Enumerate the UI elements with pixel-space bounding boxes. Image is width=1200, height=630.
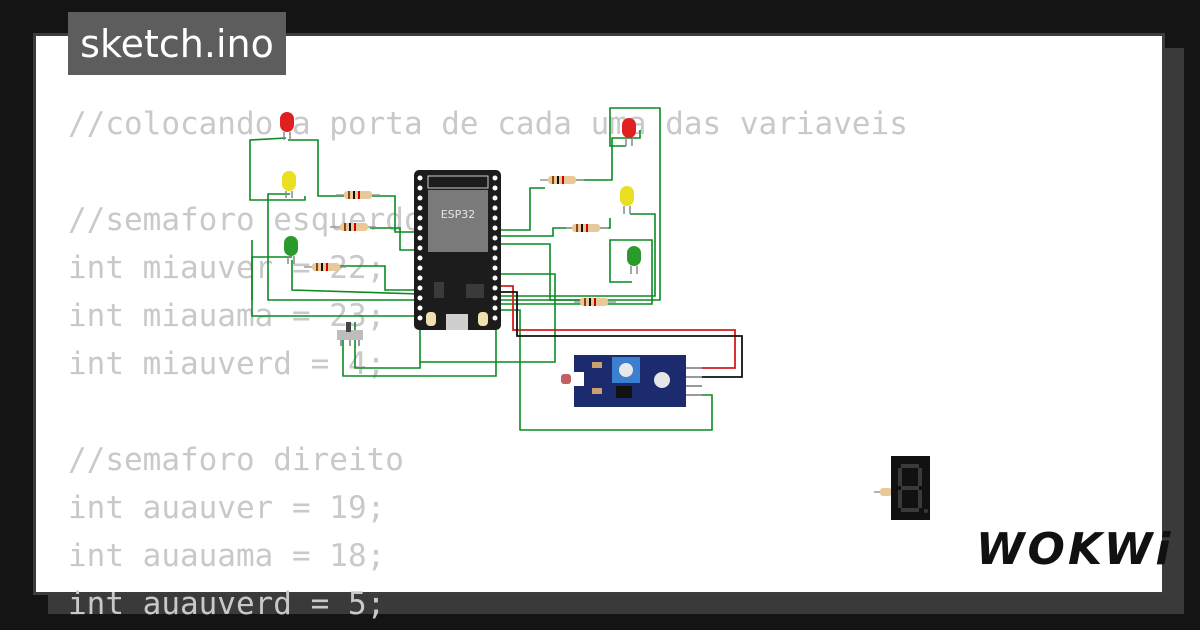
- code-line: //colocando a porta de cada uma das vari…: [68, 106, 908, 142]
- light-sensor-module: [561, 355, 702, 407]
- wire-black: [496, 291, 743, 378]
- led-yellow-right: [620, 186, 634, 214]
- wire-red: [496, 285, 736, 369]
- led-yellow-left: [282, 171, 296, 198]
- led-green-right: [627, 246, 641, 274]
- resistor-group: [304, 176, 894, 496]
- led-red-left: [280, 112, 294, 140]
- slide-switch: [337, 322, 363, 346]
- resistor: [566, 224, 608, 232]
- resistor: [574, 298, 616, 306]
- esp32-label: ESP32: [441, 208, 476, 221]
- resistor: [336, 191, 380, 199]
- led-red-right: [622, 118, 636, 146]
- resistor: [304, 263, 346, 271]
- led-green-left: [284, 236, 298, 264]
- resistor: [330, 223, 376, 231]
- code-line: //semaforo direito: [68, 442, 404, 478]
- esp32-board: ESP32: [414, 170, 501, 330]
- seven-segment-display: [891, 456, 930, 520]
- resistor: [540, 176, 584, 184]
- code-line: int miauverd = 4;: [68, 346, 386, 382]
- preview-card: //colocando a porta de cada uma das vari…: [33, 33, 1165, 622]
- resistor: [874, 488, 894, 496]
- file-title: sketch.ino: [68, 12, 286, 75]
- wokwi-logo: WOKWi: [976, 524, 1174, 575]
- code-line: int auauver = 19;: [68, 490, 386, 526]
- code-line: int auauverd = 5;: [68, 586, 386, 622]
- code-background: //colocando a porta de cada uma das vari…: [68, 100, 908, 628]
- code-line: int auauama = 18;: [68, 538, 386, 574]
- wire-green-group: [249, 107, 713, 431]
- code-line: //semaforo esquerdo: [68, 202, 423, 238]
